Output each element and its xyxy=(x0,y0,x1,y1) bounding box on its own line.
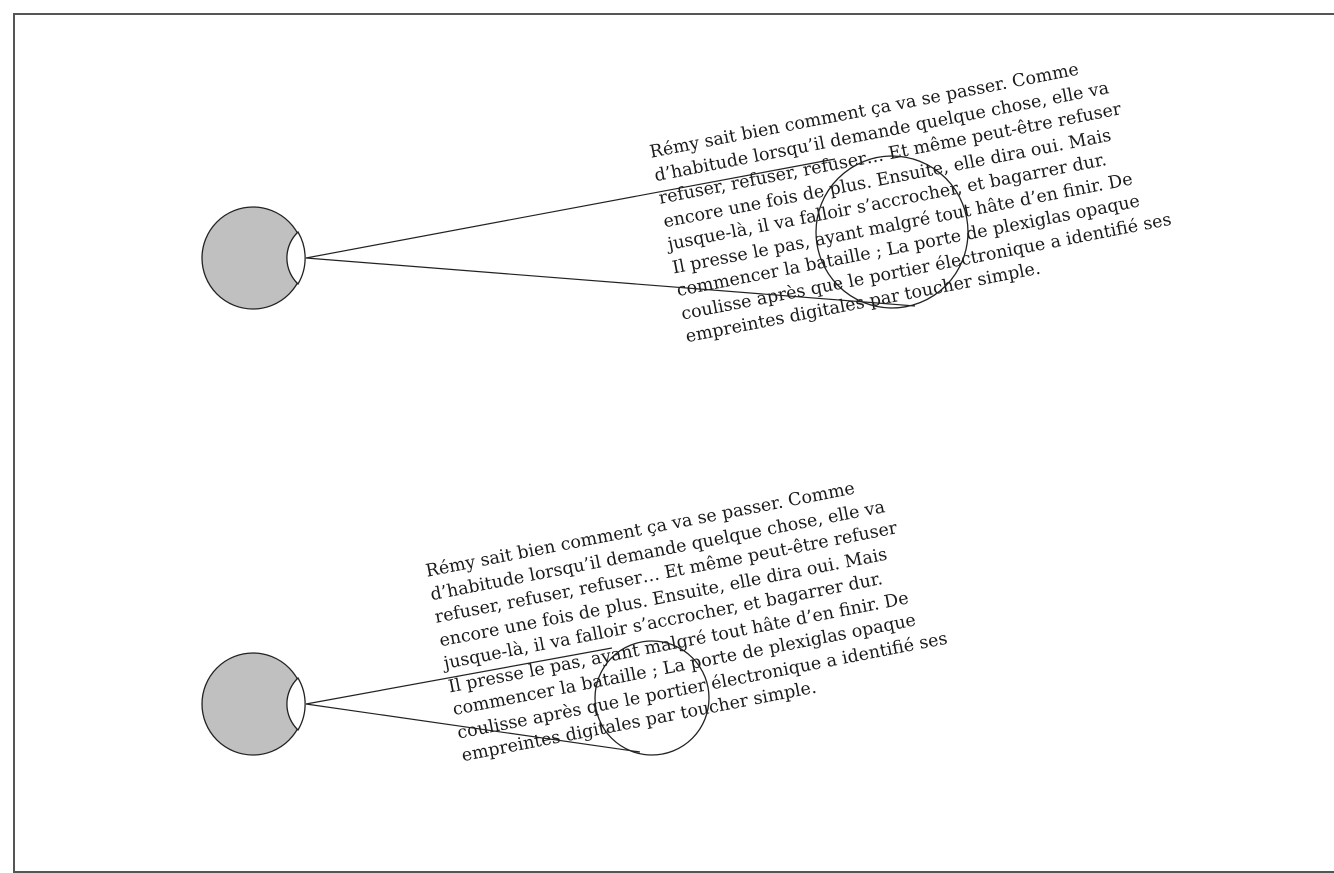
diagram-overlay xyxy=(201,155,969,756)
eye-icon xyxy=(201,652,306,756)
eye-scene-bottom xyxy=(201,640,710,756)
sight-line-lower xyxy=(305,703,641,753)
focus-circle xyxy=(594,640,710,756)
eye-icon xyxy=(201,206,306,310)
focus-circle xyxy=(815,155,969,309)
eye-scene-top xyxy=(201,155,969,310)
sight-line-lower xyxy=(305,257,916,307)
sight-line-upper xyxy=(305,647,613,705)
sight-line-upper xyxy=(305,158,836,259)
